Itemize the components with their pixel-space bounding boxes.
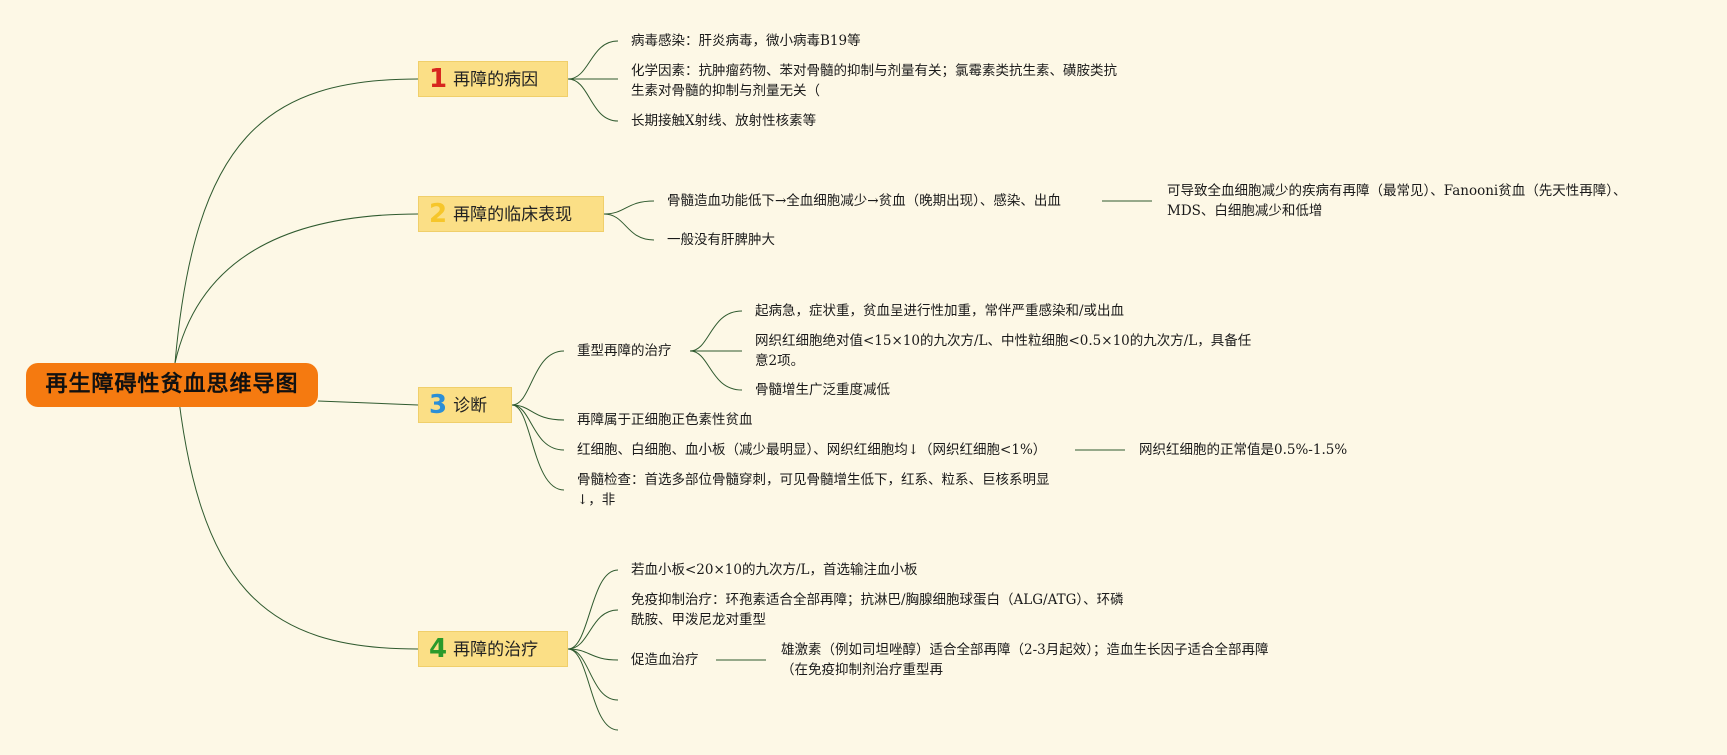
- link-treat-hemo: [567, 648, 619, 661]
- topic-clinical-label: 再障的临床表现: [453, 205, 573, 225]
- topic-cause-label: 再障的病因: [453, 70, 539, 90]
- leaf-radiation[interactable]: 长期接触X射线、放射性核素等: [631, 113, 817, 129]
- leaf-retic-normal[interactable]: 网织红细胞的正常值是0.5%-1.5%: [1139, 442, 1348, 458]
- link-diag-normocytic: [511, 404, 565, 421]
- leaf-platelet-transfusion[interactable]: 若血小板<20×10的九次方/L，首选输注血小板: [631, 562, 918, 578]
- link-diag-blood: [511, 404, 565, 451]
- leaf-hematopoiesis[interactable]: 促造血治疗: [631, 652, 699, 668]
- root-topic[interactable]: 再生障碍性贫血思维导图: [26, 363, 318, 407]
- link-diag-severe: [511, 350, 565, 406]
- link-severe-onset: [689, 310, 743, 352]
- link-treat-immune: [567, 609, 619, 650]
- link-root-cause: [174, 78, 419, 364]
- link-severe-marrow: [689, 350, 743, 391]
- link-clinical-liver: [603, 213, 655, 241]
- link-treat-platelet: [567, 569, 619, 650]
- link-cause-virus: [567, 40, 619, 80]
- leaf-chemical[interactable]: 化学因素：抗肿瘤药物、苯对骨髓的抑制与剂量有关；氯霉素类抗生素、磺胺类抗生素对骨…: [631, 63, 1117, 99]
- leaf-marrow-exam[interactable]: 骨髓检查：首选多部位骨髓穿刺，可见骨髓增生低下，红系、粒系、巨核系明显↓，非: [577, 472, 1050, 508]
- number-three-icon: 3: [429, 390, 448, 420]
- number-two-icon: 2: [429, 199, 448, 229]
- leaf-severe-aa[interactable]: 重型再障的治疗: [577, 343, 672, 359]
- link-clinical-main: [603, 200, 655, 215]
- leaf-severe-onset[interactable]: 起病急，症状重，贫血呈进行性加重，常伴严重感染和/或出血: [755, 303, 1125, 319]
- link-root-treatment: [174, 362, 419, 650]
- link-root-diagnosis: [317, 400, 419, 406]
- leaf-severe-counts[interactable]: 网织红细胞绝对值<15×10的九次方/L、中性粒细胞<0.5×10的九次方/L，…: [755, 333, 1252, 369]
- number-one-icon: 1: [429, 64, 448, 94]
- topic-diagnosis-label: 诊断: [453, 396, 488, 416]
- link-treat-empty-1: [567, 648, 619, 701]
- link-root-clinical: [174, 213, 419, 364]
- link-cause-xray: [567, 78, 619, 122]
- leaf-virus[interactable]: 病毒感染：肝炎病毒，微小病毒B19等: [631, 33, 861, 49]
- leaf-blood-counts[interactable]: 红细胞、白细胞、血小板（减少最明显）、网织红细胞均↓（网织红细胞<1%）: [577, 442, 1047, 458]
- leaf-marrow-function[interactable]: 骨髓造血功能低下→全血细胞减少→贫血（晚期出现）、感染、出血: [667, 193, 1061, 209]
- leaf-immunosuppression[interactable]: 免疫抑制治疗：环孢素适合全部再障；抗淋巴/胸腺细胞球蛋白（ALG/ATG）、环磷…: [631, 592, 1124, 628]
- leaf-no-hepatosplenomegaly[interactable]: 一般没有肝脾肿大: [667, 232, 775, 248]
- leaf-severe-marrow[interactable]: 骨髓增生广泛重度减低: [755, 382, 890, 398]
- link-treat-empty-2: [567, 648, 619, 731]
- topic-treatment-label: 再障的治疗: [453, 640, 539, 660]
- leaf-hematopoiesis-note[interactable]: 雄激素（例如司坦唑醇）适合全部再障（2-3月起效）；造血生长因子适合全部再障（在…: [781, 642, 1269, 678]
- link-diag-marrow: [511, 404, 565, 491]
- number-four-icon: 4: [429, 634, 448, 664]
- leaf-normocytic[interactable]: 再障属于正细胞正色素性贫血: [577, 412, 753, 428]
- leaf-pancytopenia-note[interactable]: 可导致全血细胞减少的疾病有再障（最常见）、Fanooni贫血（先天性再障）、MD…: [1167, 183, 1627, 219]
